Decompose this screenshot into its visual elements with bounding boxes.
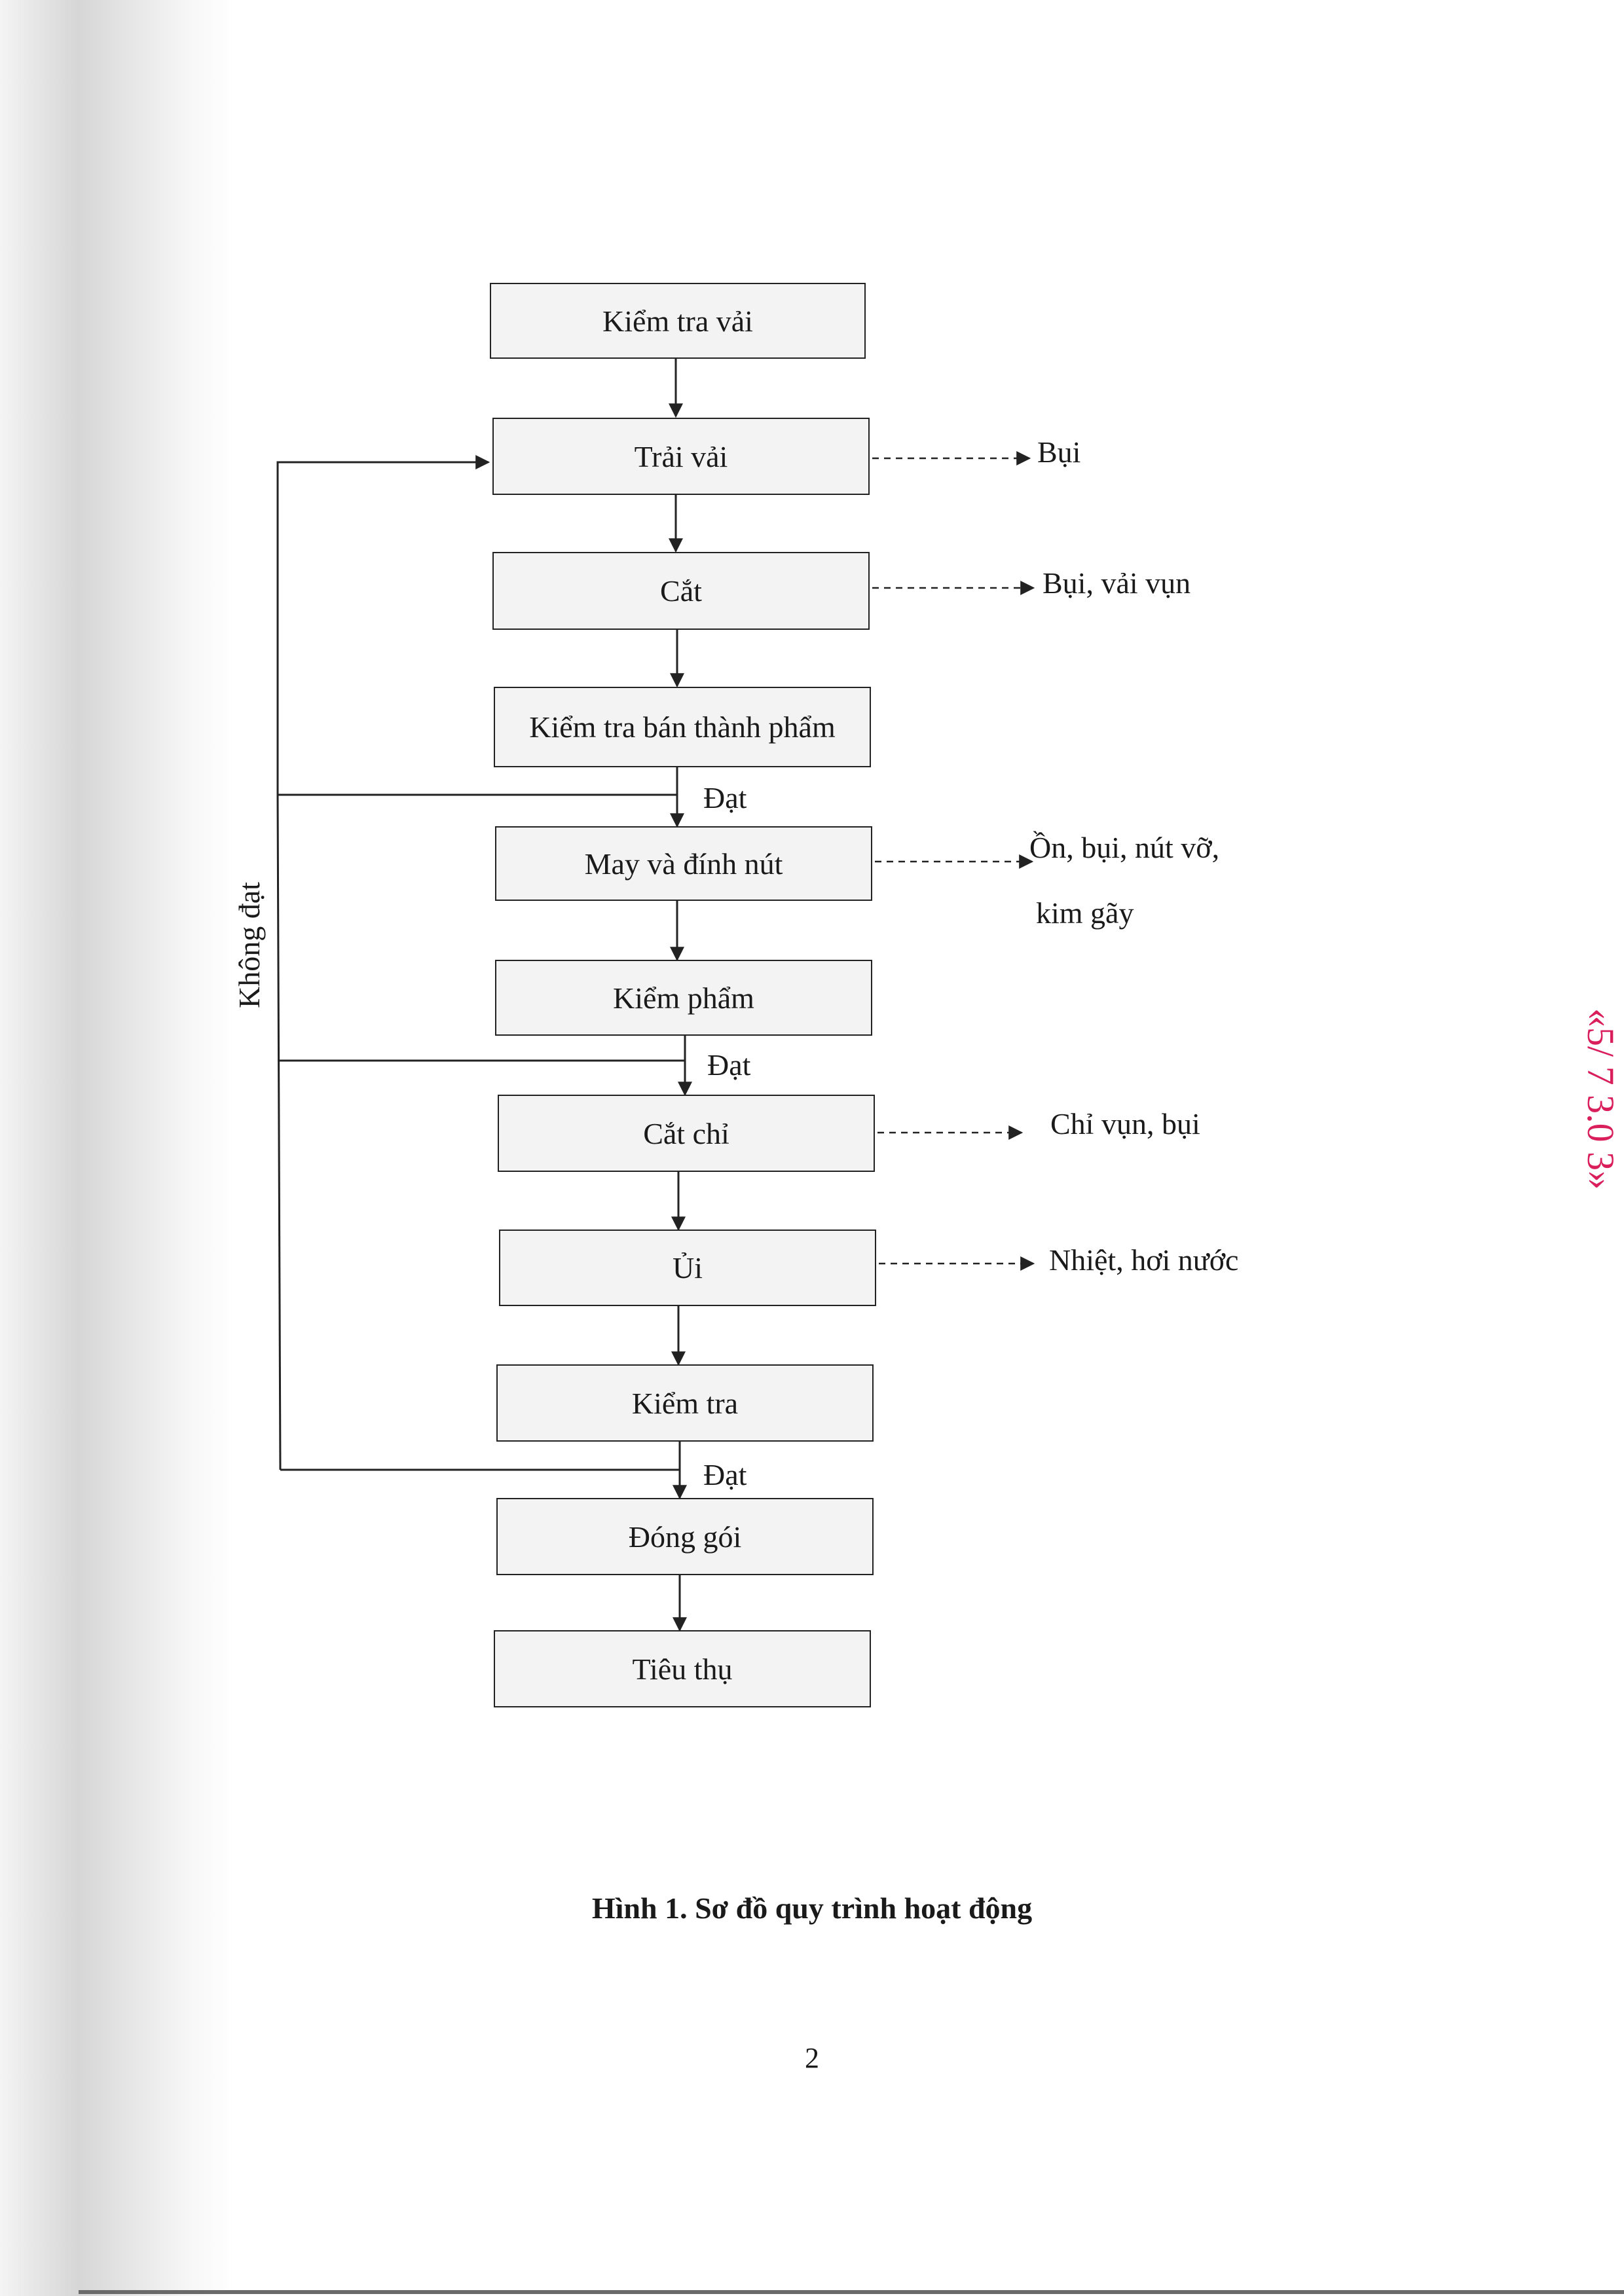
output-trai-vai: Bụi xyxy=(1037,435,1081,469)
step-tieu-thu: Tiêu thụ xyxy=(494,1630,871,1707)
output-may-line2: kim gãy xyxy=(1036,896,1134,930)
figure-caption: Hình 1. Sơ đồ quy trình hoạt động xyxy=(591,1891,1033,1925)
scan-binding-shadow xyxy=(0,0,236,2296)
red-stamp: «5/ 7 3.0 3» xyxy=(1579,1008,1622,1190)
step-kiem-tra: Kiểm tra xyxy=(496,1364,874,1442)
output-cat-chi: Chỉ vụn, bụi xyxy=(1050,1107,1200,1140)
page-bottom-edge xyxy=(79,2290,1624,2294)
step-kiem-pham: Kiểm phẩm xyxy=(495,960,872,1036)
step-cat-chi: Cắt chỉ xyxy=(498,1095,875,1172)
output-cat: Bụi, vải vụn xyxy=(1043,566,1191,600)
reject-loop-line xyxy=(276,455,677,796)
step-kiem-tra-ban-thanh-pham: Kiểm tra bán thành phẩm xyxy=(494,687,871,767)
fail-label: Không đạt xyxy=(232,882,266,1008)
step-kiem-tra-vai: Kiểm tra vải xyxy=(490,283,866,359)
reject-vertical-lower xyxy=(276,794,282,1470)
page-number: 2 xyxy=(805,2042,819,2074)
step-trai-vai: Trải vải xyxy=(492,418,870,495)
pass-label-1: Đạt xyxy=(703,781,747,814)
step-ui: Ủi xyxy=(499,1230,876,1306)
step-cat: Cắt xyxy=(492,552,870,630)
step-may-va-dinh-nut: May và đính nút xyxy=(495,826,872,901)
output-may-line1: Ồn, bụi, nút vỡ, xyxy=(1029,831,1220,864)
step-dong-goi: Đóng gói xyxy=(496,1498,874,1575)
pass-label-2: Đạt xyxy=(707,1048,751,1082)
pass-label-3: Đạt xyxy=(703,1458,747,1491)
output-ui: Nhiệt, hơi nước xyxy=(1049,1243,1239,1277)
